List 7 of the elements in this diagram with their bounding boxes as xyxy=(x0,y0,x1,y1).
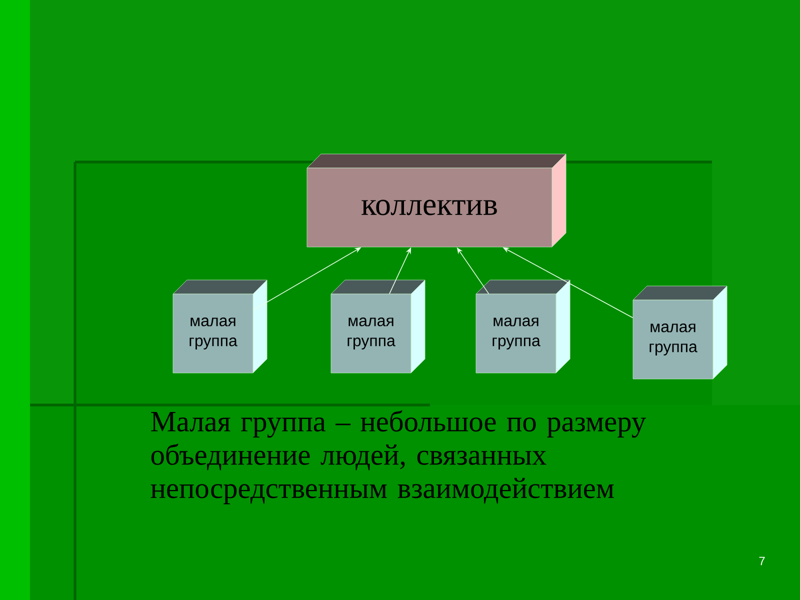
group-box: малая группа xyxy=(172,280,268,374)
label-box: коллектив xyxy=(306,154,566,248)
group-box: малая группа xyxy=(330,280,426,374)
group-box: малая группа xyxy=(476,280,570,374)
definition-text: Малая группа – небольшое по размеру объединение людей, связанных непосредственным взаимодействием xyxy=(150,410,646,504)
page-number: 7 xyxy=(759,556,765,566)
group-box: малая группа xyxy=(632,286,728,380)
